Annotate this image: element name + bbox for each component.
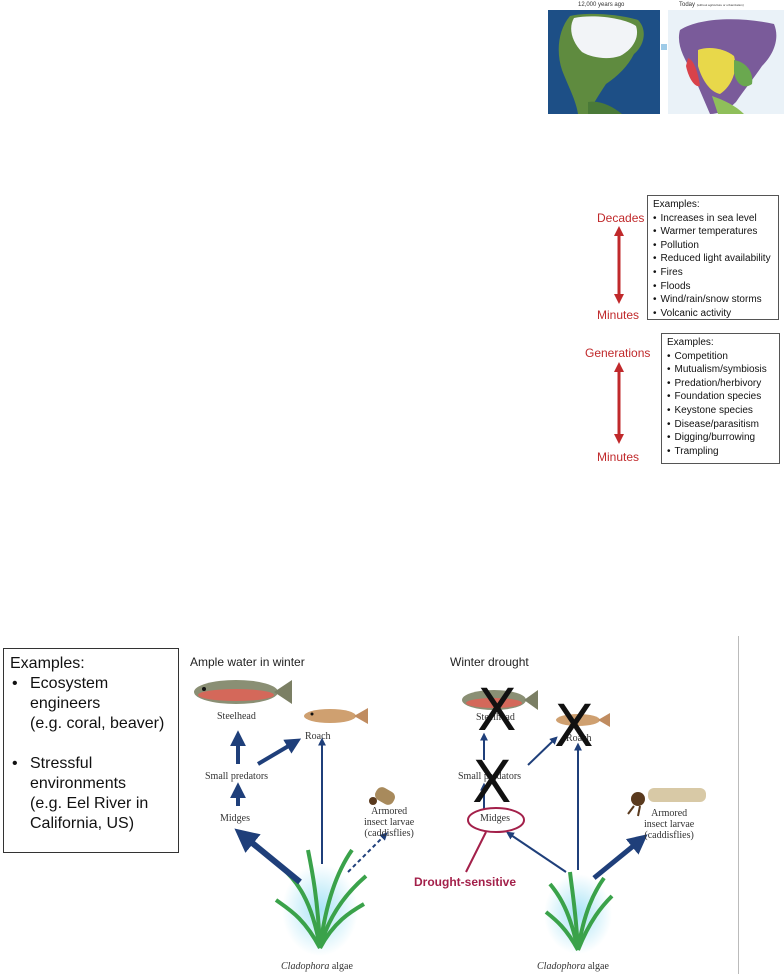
- drought-sensitive-label: Drought-sensitive: [414, 875, 517, 889]
- list-item: Volcanic activity: [653, 307, 773, 321]
- left-midges-label: Midges: [220, 813, 250, 824]
- right-algae-label: Cladophora algae: [537, 961, 609, 972]
- biotic-scale-bottom: Minutes: [597, 450, 640, 464]
- biotic-double-arrow: [614, 362, 624, 444]
- left-roach-label: Roach: [305, 731, 331, 742]
- algae-word: algae: [587, 961, 609, 972]
- list-item: Increases in sea level: [653, 212, 773, 226]
- left-algae-label: Cladophora algae: [281, 961, 353, 972]
- x-mark-roach: X: [554, 692, 594, 760]
- abiotic-examples-heading: Examples:: [653, 199, 700, 210]
- biotic-scale-top: Generations: [585, 346, 651, 360]
- abiotic-examples-list: Increases in sea level Warmer temperatur…: [653, 212, 773, 321]
- abiotic-examples-box: Examples: Increases in sea level Warmer …: [647, 195, 779, 320]
- abiotic-double-arrow: [614, 226, 624, 304]
- abiotic-scale-top: Decades: [597, 211, 645, 225]
- larvae-line: Armored: [651, 808, 688, 819]
- ecosystem-examples-heading: Examples:: [10, 655, 85, 672]
- list-item: Competition: [667, 350, 774, 364]
- larvae-line: (caddisflies): [364, 828, 414, 839]
- past-map-label: 12,000 years ago: [578, 2, 625, 8]
- list-item: Reduced light availability: [653, 252, 773, 266]
- item-line: engineers: [30, 695, 101, 712]
- food-web-figure: [184, 636, 739, 974]
- list-item: Pollution: [653, 239, 773, 253]
- list-item: Warmer temperatures: [653, 225, 773, 239]
- biotic-examples-box: Examples: Competition Mutualism/symbiosi…: [661, 333, 780, 464]
- item-line: (e.g. Eel River in: [30, 795, 149, 812]
- today-label-text: Today: [679, 2, 696, 8]
- x-mark-steelhead: X: [477, 676, 517, 744]
- right-roach-label: Roach: [566, 733, 592, 744]
- left-steelhead-label: Steelhead: [217, 711, 256, 722]
- winter-drought-heading: Winter drought: [450, 655, 529, 669]
- right-small-predators-label: Small predators: [458, 771, 522, 782]
- item-line: California, US): [30, 815, 135, 832]
- abiotic-scale-bottom: Minutes: [597, 308, 640, 322]
- larvae-line: Armored: [371, 806, 408, 817]
- item-line: environments: [30, 775, 127, 792]
- list-item: Wind/rain/snow storms: [653, 293, 773, 307]
- biotic-examples-heading: Examples:: [667, 337, 714, 348]
- list-item: Fires: [653, 266, 773, 280]
- today-biome-map: [668, 10, 784, 114]
- list-item: Keystone species: [667, 404, 774, 418]
- map-separator: [661, 44, 667, 50]
- left-larvae-label: Armored insect larvae (caddisflies): [364, 806, 414, 839]
- list-item: Mutualism/symbiosis: [667, 363, 774, 377]
- today-map-label: Today (without agriculture or urbanizati…: [679, 2, 744, 8]
- list-item: Trampling: [667, 445, 774, 459]
- algae-genus: Cladophora: [281, 961, 330, 972]
- x-mark-small-predators: X: [472, 748, 512, 816]
- right-midges-label: Midges: [480, 813, 510, 824]
- left-small-predators-label: Small predators: [205, 771, 269, 782]
- algae-genus: Cladophora: [537, 961, 586, 972]
- right-larvae-label: Armored insect larvae (caddisflies): [644, 808, 694, 841]
- list-item: Floods: [653, 280, 773, 294]
- right-steelhead-label: Steelhead: [476, 712, 515, 723]
- past-glaciation-map: [548, 10, 660, 114]
- ample-water-heading: Ample water in winter: [190, 655, 305, 669]
- list-item: Foundation species: [667, 390, 774, 404]
- larvae-line: (caddisflies): [644, 830, 694, 841]
- larvae-line: insect larvae: [364, 817, 415, 828]
- item-line: (e.g. coral, beaver): [30, 715, 165, 732]
- algae-word: algae: [331, 961, 353, 972]
- ecosystem-examples-list: Ecosystem engineers (e.g. coral, beaver)…: [10, 674, 172, 834]
- today-label-note: (without agriculture or urbanization): [696, 3, 744, 7]
- list-item: Disease/parasitism: [667, 418, 774, 432]
- item-line: Ecosystem: [30, 675, 109, 692]
- item-line: Stressful: [30, 755, 93, 772]
- list-item: Digging/burrowing: [667, 431, 774, 445]
- larvae-line: insect larvae: [644, 819, 695, 830]
- ecosystem-examples-box: Examples: Ecosystem engineers (e.g. cora…: [3, 648, 179, 853]
- biotic-examples-list: Competition Mutualism/symbiosis Predatio…: [667, 350, 774, 459]
- list-item: Ecosystem engineers (e.g. coral, beaver): [10, 674, 172, 734]
- list-item: Predation/herbivory: [667, 377, 774, 391]
- north-america-maps: [548, 10, 784, 114]
- list-item: Stressful environments (e.g. Eel River i…: [10, 754, 172, 834]
